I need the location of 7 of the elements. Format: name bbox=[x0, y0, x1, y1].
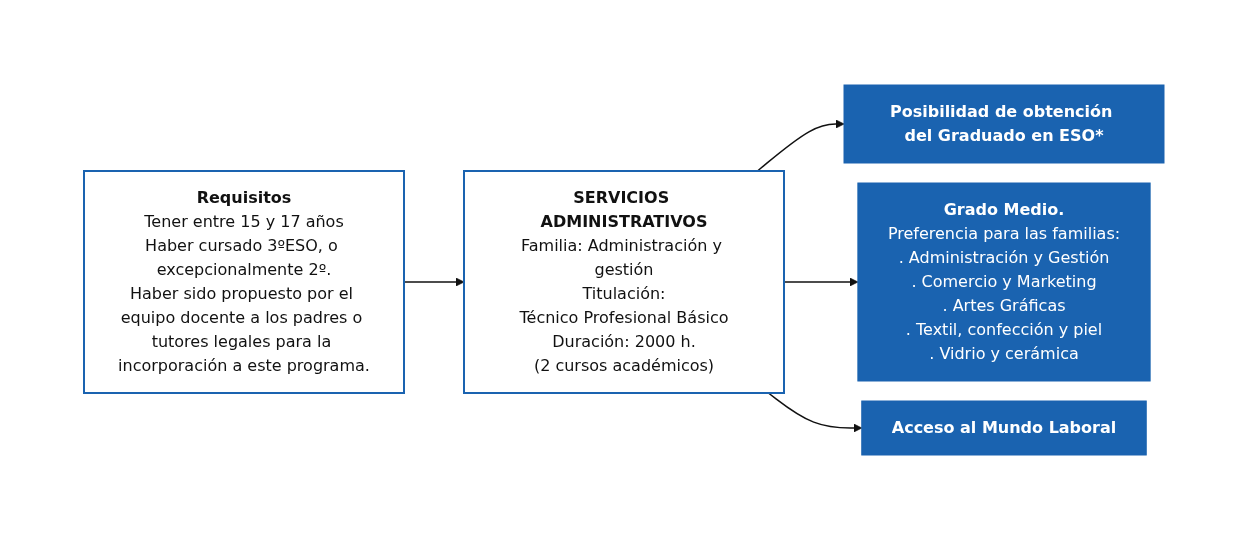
node-box: Grado Medio. Preferencia para las familias: . Administración y Gestión . Comercio y Marketing . Artes Gráficas . Textil, confección y piel . Vidrio y cerámica bbox=[857, 182, 1151, 382]
node-box: Acceso al Mundo Laboral bbox=[861, 400, 1147, 456]
node-box: SERVICIOS ADMINISTRATIVOS Familia: Administración y gestión Titulación: Técnico Profesional Básico Duración: 2000 h. (2 cursos académicos) bbox=[463, 170, 785, 394]
arrow bbox=[756, 119, 845, 172]
node-box: Posibilidad de obtención del Graduado en ESO* bbox=[843, 84, 1165, 164]
arrow bbox=[767, 392, 863, 433]
node-box: Requisitos Tener entre 15 y 17 años Haber cursado 3ºESO, o excepcionalmente 2º. Haber sido propuesto por el equipo docente a los padres o tutores legales para la incorporación a este programa. bbox=[83, 170, 405, 394]
